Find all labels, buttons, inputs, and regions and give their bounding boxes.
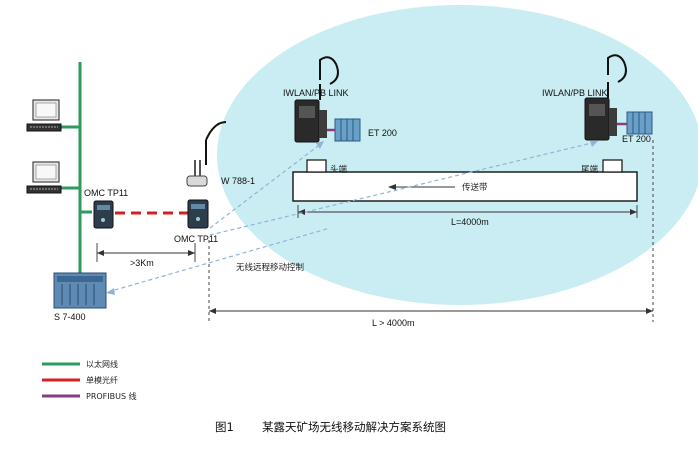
dimension-arrowhead xyxy=(630,209,637,215)
et200-module xyxy=(334,118,361,142)
legend-label-profibus: PROFIBUS 线 xyxy=(86,391,137,401)
conveyor-label: 传送带 xyxy=(462,182,488,193)
conveyor-direction-arrowhead xyxy=(388,184,396,190)
head-end-block xyxy=(306,159,327,173)
conveyor-length-label: L=4000m xyxy=(451,217,489,227)
wireless-coverage-area xyxy=(217,5,698,305)
et200-module xyxy=(626,111,653,135)
dimension-arrowhead xyxy=(298,209,305,215)
wireless-arrowhead xyxy=(316,141,324,149)
figure-number: 图1 xyxy=(215,420,234,434)
tail-end-label: 尾端 xyxy=(581,164,599,175)
computer-icon xyxy=(26,99,62,132)
wireless-arrowhead xyxy=(106,288,115,295)
tail-end-block xyxy=(602,159,623,173)
legend-label-fiber: 单模光纤 xyxy=(86,375,118,385)
omc-tp11-device xyxy=(93,200,114,229)
wireless-link xyxy=(107,227,331,293)
wireless-control-label: 无线远程移动控制 xyxy=(236,262,304,273)
dimension-arrowhead xyxy=(97,250,104,256)
s7-label: S 7-400 xyxy=(54,312,86,322)
wireless-arrowhead xyxy=(590,141,598,147)
figure-title: 某露天矿场无线移动解决方案系统图 xyxy=(262,420,446,434)
w788-access-point xyxy=(186,121,227,187)
iwlan-pb-link-device xyxy=(294,56,339,143)
omc-label-top: OMC TP11 xyxy=(84,188,128,198)
et200-label-left: ET 200 xyxy=(368,128,397,138)
distance-3km-label: >3Km xyxy=(130,258,154,268)
conveyor-body xyxy=(292,171,638,202)
et200-label-right: ET 200 xyxy=(622,134,651,144)
w788-label: W 788-1 xyxy=(221,176,255,186)
wireless-link xyxy=(209,141,597,236)
legend: 以太网线 单模光纤 PROFIBUS 线 xyxy=(42,359,137,401)
omc-label-bottom: OMC TP11 xyxy=(174,234,218,244)
legend-label-ethernet: 以太网线 xyxy=(86,359,118,369)
iwlan-pb-link-device xyxy=(584,54,627,141)
computer-icon xyxy=(26,161,62,194)
s7-400-plc xyxy=(53,272,107,309)
dimension-arrowhead xyxy=(209,308,216,314)
iwlan-label-right: IWLAN/PB LINK xyxy=(542,88,608,98)
dimension-arrowhead xyxy=(188,250,195,256)
total-length-label: L > 4000m xyxy=(372,318,414,328)
omc-tp11-device xyxy=(187,199,209,229)
dimension-arrowhead xyxy=(646,308,653,314)
head-end-label: 头端 xyxy=(330,164,348,175)
wireless-link xyxy=(209,142,323,229)
iwlan-label-left: IWLAN/PB LINK xyxy=(283,88,349,98)
